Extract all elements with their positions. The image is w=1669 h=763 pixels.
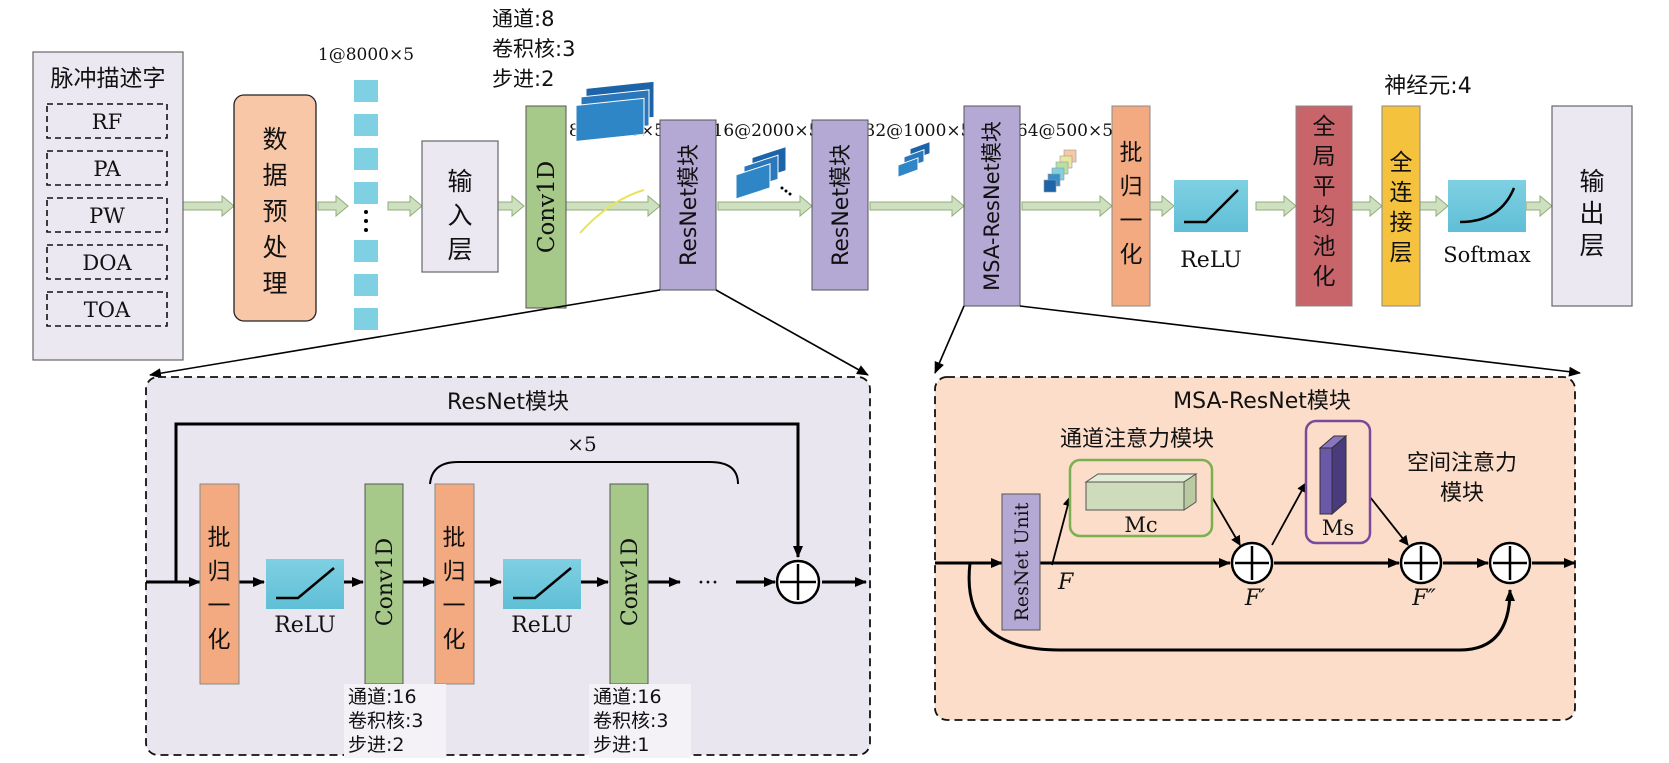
resnet-detail-title: ResNet模块 (447, 390, 569, 415)
conv-b-params: 通道:16 卷积核:3 步进:1 (589, 684, 691, 758)
relu-label: ReLU (274, 613, 336, 638)
resnet-detail-panel: ResNet模块 ×5 ··· 批归一化 ReLU (145, 376, 871, 758)
resnet-block-2: ResNet模块 (811, 119, 869, 291)
fc-neurons: 神经元:4 (1384, 74, 1471, 99)
sum-node-3 (1488, 541, 1532, 585)
resnet-block-label: ResNet模块 (829, 144, 854, 266)
f-label: F (1057, 570, 1074, 595)
input-dimension: 1@8000×5 (318, 45, 414, 65)
relu-curve (513, 567, 572, 600)
preprocess-label: 数据预处理 (262, 125, 287, 298)
conv1-param: 通道:8 (492, 7, 554, 31)
main-flow-arrows (182, 194, 1553, 218)
feature-dim-2: 16@2000×5 (713, 121, 820, 141)
mc-cuboid (1084, 473, 1198, 511)
batchnorm-label: 批归一化 (208, 525, 231, 653)
conv1-param: 步进:2 (492, 67, 554, 91)
resnet-block-label: ResNet模块 (677, 144, 702, 266)
gap-block: 全局平均池化 (1295, 105, 1353, 307)
input-layer-block: 输入层 (421, 140, 499, 273)
relu-label: ReLU (511, 613, 573, 638)
preprocess-block: 数据预处理 (233, 94, 317, 322)
f-prime-label: F′ (1244, 586, 1265, 611)
pulse-descriptor-item-box (46, 197, 168, 233)
input-sequence (354, 80, 378, 330)
repeat-label: ×5 (567, 432, 596, 456)
relu-block (266, 559, 344, 609)
conv-param: 步进:2 (348, 734, 405, 756)
conv-label: Conv1D (618, 538, 643, 626)
conv1-param: 卷积核:3 (492, 37, 575, 61)
batchnorm-label: 批归一化 (1120, 140, 1143, 268)
pulse-descriptor-item: DOA (82, 251, 132, 275)
feature-map-stack-3 (897, 140, 931, 178)
pulse-descriptor-item-box (46, 150, 168, 186)
ellipsis: ··· (698, 571, 719, 596)
conv-param: 通道:16 (593, 686, 662, 708)
batchnorm-label: 批归一化 (443, 525, 466, 653)
msa-detail-panel: MSA-ResNet模块 通道注意力模块 空间注意力 模块 ResNet Uni… (934, 376, 1576, 721)
conv1-block: Conv1D (525, 105, 567, 309)
pulse-descriptor-item: RF (92, 110, 122, 134)
fc-label: 全连接层 (1390, 150, 1413, 266)
sum-node (775, 559, 821, 605)
conv1-label: Conv1D (534, 161, 560, 253)
pulse-descriptor-item: PW (89, 204, 125, 228)
output-layer-block: 输出层 (1551, 105, 1633, 307)
pulse-descriptor-item-box (46, 103, 168, 139)
conv-block (364, 483, 404, 685)
output-layer-label: 输出层 (1579, 167, 1604, 260)
conv-param: 卷积核:3 (348, 710, 424, 732)
batchnorm-block-top: 批归一化 (1111, 105, 1151, 307)
f-double-prime-label: F″ (1411, 586, 1436, 611)
ms-label: Ms (1322, 516, 1354, 540)
pulse-descriptor-title: 脉冲描述字 (51, 66, 166, 92)
resnet-unit-block (1001, 493, 1041, 631)
resnet-unit-label: ResNet Unit (1011, 502, 1033, 621)
msa-block-label: MSA-ResNet模块 (980, 121, 1004, 291)
ms-cuboid (1318, 434, 1348, 516)
feature-dim-4: 64@500×5 (1017, 121, 1113, 141)
relu-block-top: ReLU (1174, 180, 1248, 273)
spatial-attention-title: 空间注意力 (1407, 451, 1517, 476)
batchnorm-block (199, 483, 240, 685)
sum-node-1 (1230, 541, 1274, 585)
gap-label: 全局平均池化 (1313, 114, 1336, 290)
softmax-label: Softmax (1443, 243, 1531, 267)
relu-block (503, 559, 581, 609)
channel-attention-title: 通道注意力模块 (1060, 427, 1214, 452)
msa-detail-title: MSA-ResNet模块 (1173, 389, 1351, 414)
softmax-block: Softmax (1443, 180, 1531, 267)
pulse-descriptor-item-box (46, 291, 168, 327)
pulse-descriptor-panel: 脉冲描述字 RF PA PW DOA TOA (32, 51, 184, 361)
conv-label: Conv1D (373, 538, 398, 626)
callout-lines (149, 289, 1581, 379)
mc-label: Mc (1124, 513, 1157, 537)
pulse-descriptor-item: TOA (84, 298, 131, 322)
spatial-attention-title: 模块 (1440, 481, 1484, 506)
feature-map-stack-4 (1043, 149, 1077, 193)
pulse-descriptor-item: PA (93, 157, 121, 181)
relu-curve (276, 567, 335, 600)
sum-node-2 (1399, 541, 1443, 585)
conv1-params: 通道:8 卷积核:3 步进:2 (492, 7, 575, 91)
conv-a-params: 通道:16 卷积核:3 步进:2 (344, 684, 446, 758)
resnet-block-1: ResNet模块 (659, 119, 717, 291)
pulse-descriptor-item-box (46, 244, 168, 280)
conv-param: 通道:16 (348, 686, 417, 708)
batchnorm-block (434, 483, 475, 685)
input-layer-label: 输入层 (447, 167, 472, 264)
msa-resnet-block: MSA-ResNet模块 (963, 105, 1021, 307)
feature-dim-3: 32@1000×5 (865, 121, 972, 141)
relu-label: ReLU (1180, 248, 1242, 273)
feature-map-stack-1 (575, 80, 655, 234)
conv-block (609, 483, 649, 685)
conv-param: 卷积核:3 (593, 710, 669, 732)
pulse-descriptor-items: RF PA PW DOA TOA (46, 103, 168, 327)
conv-param: 步进:1 (593, 734, 650, 756)
feature-map-stack-2 (735, 145, 792, 200)
fc-block: 全连接层 (1381, 105, 1421, 307)
